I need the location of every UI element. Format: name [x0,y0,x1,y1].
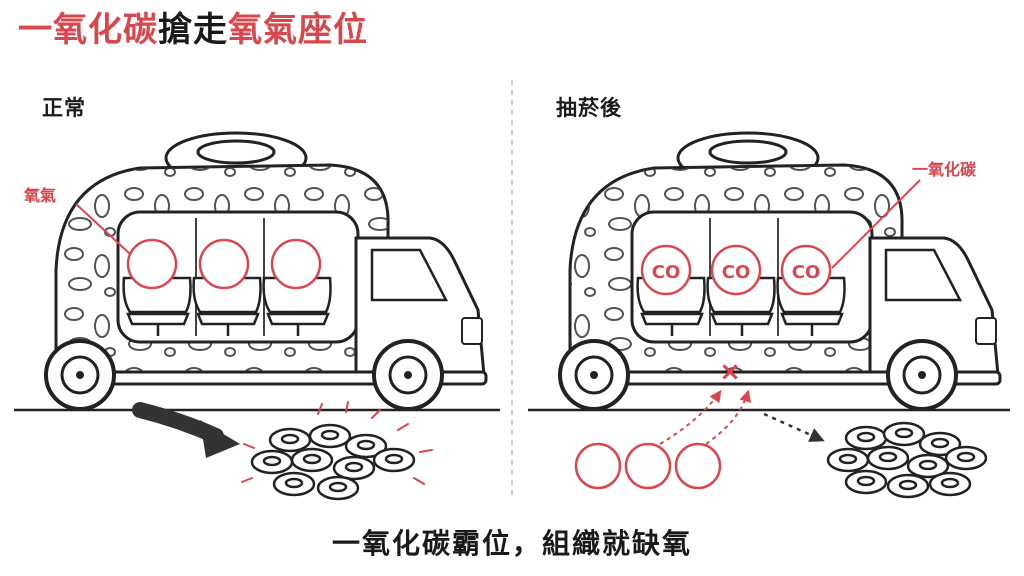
right-co-seats: CO CO CO [640,244,832,296]
x-mark-icon: × [719,357,741,387]
right-truck-icon [528,131,1010,412]
title-part-seat: 氧氣座位 [228,10,368,50]
oxygen-attempt-arrow-1 [659,390,722,445]
rejected-oxygen-circles [574,442,722,490]
right-panel-label: 抽菸後 [556,96,622,120]
right-red-blood-cells-icon [826,421,988,499]
oxygen-circle [270,238,322,290]
oxygen-attempt-arrow-2 [705,389,752,445]
title-part-verb: 搶走 [158,10,228,50]
oxygen-circle [198,238,250,290]
left-truck-icon [14,131,500,412]
co-callout-line [831,179,921,269]
delivery-arrow-head [200,420,240,458]
left-oxygen-seats [126,238,322,290]
footer-caption: 一氧化碳霸位，組織就缺氧 [331,527,692,560]
title-part-co: 一氧化碳 [18,10,158,50]
oxygen-callout-label: 氧氣 [24,186,57,205]
oxygen-callout-line [75,203,131,255]
cell-sparkle-lines [241,401,433,485]
oxygen-circle [126,238,178,290]
left-panel-label: 正常 [42,96,86,120]
weak-delivery-arrow-icon [763,412,825,442]
co-callout-label: 一氧化碳 [912,160,977,179]
co-seat-label: CO [652,262,681,283]
co-seat-label: CO [792,262,821,283]
page-title: 一氧化碳搶走氧氣座位 [18,10,368,51]
co-seat-label: CO [722,262,751,283]
left-red-blood-cells-icon [250,423,416,501]
